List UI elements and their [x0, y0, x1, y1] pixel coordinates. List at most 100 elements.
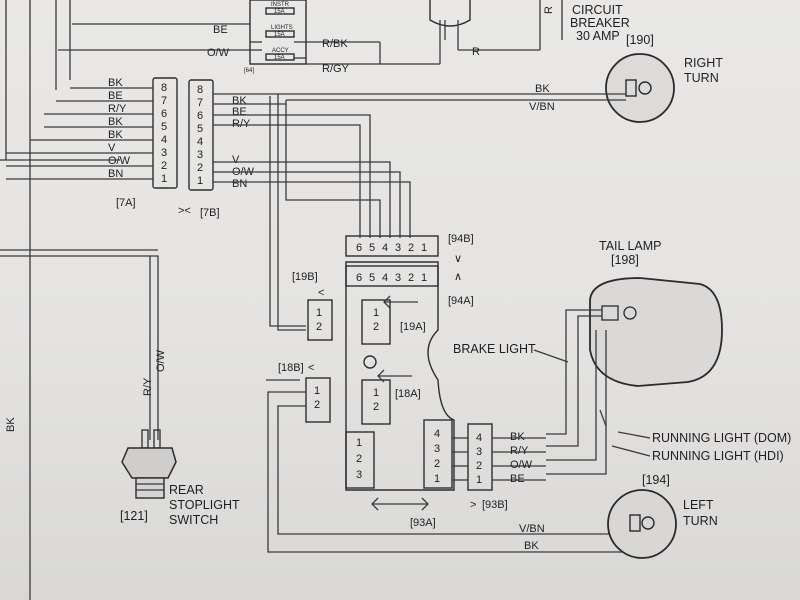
left-turn-label-1: LEFT [683, 498, 714, 512]
connector-7b-pin-0: 8 [197, 84, 203, 96]
connector-94a-label: [94A] [448, 295, 474, 307]
connector-18a-pin-0: 1 [373, 387, 379, 399]
connector-93a-right-pin-0: 4 [434, 428, 440, 440]
wire-7a-label-6: O/W [108, 155, 131, 167]
wire-93b-label-1: R/Y [510, 445, 529, 457]
wire-7a-label-2: R/Y [108, 103, 127, 115]
right-turn-lamp: [190] RIGHT TURN [605, 33, 723, 123]
tail-lamp-ref: [198] [611, 253, 639, 267]
connector-19a-pin-1: 2 [373, 321, 379, 333]
connector-18b: 12 [305, 377, 331, 423]
right-turn-wire-vbn: V/BN [529, 101, 555, 113]
connector-93a-left-pin-1: 2 [356, 453, 362, 465]
wire-93b-label-2: O/W [510, 459, 533, 471]
connector-93a-right-pin-1: 3 [434, 443, 440, 455]
left-turn-lamp: [194] LEFT TURN [607, 473, 718, 559]
connector-93b-pin-0: 4 [476, 432, 482, 444]
stoplight-wires: R/Y O/W [0, 249, 167, 440]
right-turn-label-2: TURN [684, 71, 719, 85]
top-wire-rbk: R/BK [322, 38, 348, 50]
fuse-instr-label: INSTR [271, 2, 290, 8]
connector-19a-pin-0: 1 [373, 307, 379, 319]
fuse-accy-amp: 15A [274, 55, 285, 61]
wire-7b-label-1: BE [232, 106, 247, 118]
left-turn-label-2: TURN [683, 514, 718, 528]
mate-94-symbol: ∨ [454, 253, 462, 265]
rear-switch-ref: [121] [120, 509, 148, 523]
connector-18b-pin-1: 2 [314, 399, 320, 411]
stoplight-wire-ow: O/W [155, 349, 167, 372]
breaker-label-1: CIRCUIT [572, 3, 623, 17]
connector-7b-pin-3: 5 [197, 123, 203, 135]
connector-94b-pin-2: 4 [382, 242, 388, 254]
connector-7b-label: [7B] [200, 207, 220, 219]
connector-7a-pin-6: 2 [161, 160, 167, 172]
connector-18a-label: [18A] [395, 388, 421, 400]
connector-19b-pin-1: 2 [316, 321, 322, 333]
connector-94a-pin-2: 4 [382, 272, 388, 284]
wire-7b-label-5: V [232, 154, 240, 166]
rear-switch-label-2: STOPLIGHT [169, 498, 240, 512]
rear-switch-label-1: REAR [169, 483, 204, 497]
connector-7b-pin-7: 1 [197, 175, 203, 187]
connector-93a-left-pin-2: 3 [356, 469, 362, 481]
mate-7-symbol: >< [178, 205, 191, 217]
right-turn-wire-bk: BK [535, 83, 550, 95]
connector-19b: 12 [307, 299, 333, 341]
left-turn-wire-vbn: V/BN [519, 523, 545, 535]
connector-94b-pin-0: 6 [356, 242, 362, 254]
stoplight-switch-icon [121, 429, 177, 499]
connector-94a-pin-0: 6 [356, 272, 362, 284]
top-wire-be: BE [213, 24, 228, 36]
connector-7a-pin-1: 7 [161, 95, 167, 107]
wire-93b-label-0: BK [510, 431, 525, 443]
fuse-instr-amp: 15A [274, 9, 285, 15]
connector-7a-label: [7A] [116, 197, 136, 209]
mate-94-symbol-2: ∧ [454, 271, 462, 283]
connector-19a-label: [19A] [400, 321, 426, 333]
connector-93a-right-pin-3: 1 [434, 473, 440, 485]
connector-93a-right-pin-2: 2 [434, 458, 440, 470]
left-turn-ref: [194] [642, 473, 670, 487]
connector-7b-pin-5: 3 [197, 149, 203, 161]
right-turn-ref: [190] [626, 33, 654, 47]
top-wiring: BE O/W INSTR 15A LIGHTS 15A ACCY 15A [64… [55, 0, 630, 90]
connector-93b-pin-1: 3 [476, 446, 482, 458]
connector-19b-label: [19B] [292, 271, 318, 283]
wire-93b-label-3: BE [510, 473, 525, 485]
wire-7a-label-3: BK [108, 116, 123, 128]
connector-93b-pin-3: 1 [476, 474, 482, 486]
connector-93a-left-pin-0: 1 [356, 437, 362, 449]
connector-7a-pin-0: 8 [161, 82, 167, 94]
breaker-label-3: 30 AMP [576, 29, 620, 43]
connector-94b-pin-3: 3 [395, 242, 401, 254]
connector-94b-label: [94B] [448, 233, 474, 245]
wire-7b-label-2: R/Y [232, 118, 251, 130]
mate-19-symbol: < [318, 287, 324, 299]
wire-7a-label-5: V [108, 142, 116, 154]
brake-light-label: BRAKE LIGHT [453, 342, 536, 356]
connector-7b-pin-2: 6 [197, 110, 203, 122]
connector-18b-label: [18B] [278, 362, 304, 374]
connector-18a-pin-1: 2 [373, 401, 379, 413]
fuse-lights-amp: 15A [274, 32, 285, 38]
connector-94a-pin-1: 5 [369, 272, 375, 284]
tail-lamp-wires [546, 309, 607, 475]
tail-lamp-label: TAIL LAMP [599, 239, 662, 253]
left-side-wire-bk: BK [5, 417, 17, 432]
bus-7b-94b [213, 93, 411, 331]
wire-7a-label-7: BN [108, 168, 123, 180]
fuse-lights-label: LIGHTS [271, 25, 293, 31]
connector-7a-pin-4: 4 [161, 134, 167, 146]
mate-18-symbol: < [308, 362, 314, 374]
wire-7a-label-1: BE [108, 90, 123, 102]
connector-7a-pin-5: 3 [161, 147, 167, 159]
connector-7b-pin-6: 2 [197, 162, 203, 174]
wire-7a-label-0: BK [108, 77, 123, 89]
